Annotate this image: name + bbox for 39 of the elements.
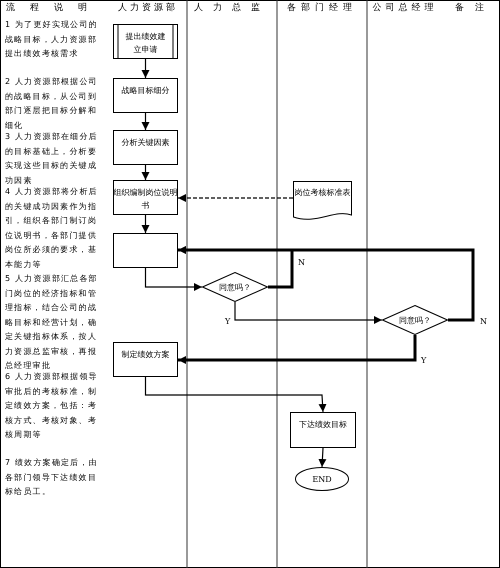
arrow (142, 59, 150, 78)
step-description: 1 为了更好实现公司的战略目标，人力资源部提出绩效考核需求 (5, 19, 99, 60)
process-box (113, 233, 178, 268)
step-description: 4 人力资源部将分析后的关键成功因素作为指引，组织各部门制订岗位说明书，各部门提供岗位所必须的要求，基本能力等 (5, 186, 99, 270)
arrow (142, 113, 150, 130)
arrow (142, 165, 150, 180)
document-shape: 岗位考核标准表 (293, 181, 352, 223)
column-header: 人力总监 (193, 2, 271, 14)
process-box: 组织编制岗位说明书 (113, 180, 178, 215)
step-description: 2 人力资源部根据公司的战略目标，从公司到部门逐层把目标分解和细化 (5, 76, 99, 132)
step-description: 3 人力资源部在细分后的目标基础上，分析要实现这些目标的关键成功因素 (5, 131, 99, 186)
arrow (144, 268, 202, 291)
arrow (178, 335, 416, 364)
step-description: 6 人力资源部根据领导审批后的考核标准，制定绩效方案，包括：考核方式、考核对象、考核周期等 (5, 371, 99, 441)
arrow (318, 448, 326, 468)
decision-diamond: 同意吗？ (382, 305, 448, 335)
column-header: 人力资源部 (117, 2, 179, 14)
edge-label: N (479, 317, 488, 326)
edge-label: N (297, 258, 306, 267)
column-header: 公司总经理 (372, 2, 438, 14)
step-description: 7 绩效方案确定后，由各部门领导下达绩效目标给员工。 (5, 457, 99, 498)
end-terminal: END (295, 467, 349, 491)
process-box: 制定绩效方案 (113, 342, 178, 377)
edge-label: Y (224, 317, 232, 326)
arrow (234, 302, 382, 324)
column-header: 流程说明 (5, 2, 103, 14)
predefined-process-box: 提出绩效建立申请 (113, 24, 178, 59)
column-header: 各部门经理 (286, 2, 358, 14)
decision-diamond: 同意吗？ (202, 272, 268, 302)
process-box: 战略目标细分 (113, 78, 178, 113)
step-description: 5 人力资源部汇总各部门岗位的经济指标和管理指标，结合公司的战略目标和经营计划，确定关键指标体系，按人力资源总监审核，再报总经理审批 (5, 273, 99, 372)
column-header: 备注 (454, 2, 496, 14)
arrow (178, 246, 474, 322)
edge-label: Y (420, 356, 428, 365)
process-box: 分析关键因素 (113, 130, 178, 165)
arrow (144, 377, 327, 412)
arrow (178, 194, 293, 202)
process-box: 下达绩效目标 (290, 412, 356, 448)
arrow (142, 215, 150, 233)
